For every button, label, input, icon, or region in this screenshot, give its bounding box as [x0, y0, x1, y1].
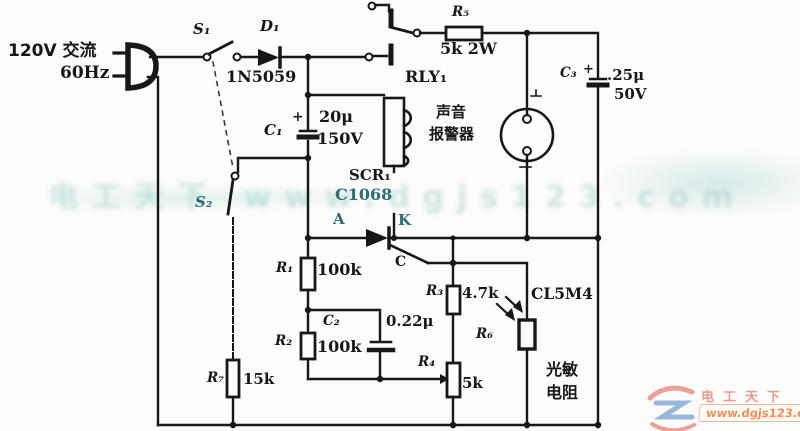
r2-value-label: 100k [317, 337, 362, 356]
c3-plus-mark: + [583, 62, 594, 77]
s2-switch-icon [226, 171, 240, 216]
watermark-smudge-2 [60, 185, 380, 211]
r3-resistor-icon [445, 284, 462, 316]
alarm-sounder-icon [499, 89, 555, 168]
ac-plug-icon [112, 42, 159, 91]
relay-label: RLY₁ [405, 67, 447, 86]
scr-cathode-label: K [398, 211, 412, 229]
r1-value-label: 100k [317, 260, 362, 279]
r2-resistor-icon [299, 331, 317, 361]
scr-gate-label: C [395, 254, 407, 270]
watermark-url-text: www.dgjs123.com [698, 404, 800, 422]
scr-model-label: C1068 [335, 185, 393, 204]
scr-thyristor-icon [366, 226, 430, 265]
s2-label: S₂ [195, 193, 213, 211]
watermark-brand-text: 电工天下 [701, 390, 790, 405]
c3-label: C₃ [560, 65, 577, 81]
watermark-smudge [596, 148, 800, 218]
c1-voltage-label: 150V [317, 129, 363, 148]
photoresistor-label-line2: 电阻 [546, 383, 579, 402]
d1-label: D₁ [260, 17, 280, 35]
photoresistor-label-line1: 光敏 [546, 360, 579, 379]
c3-capacitor-icon [586, 77, 610, 88]
c2-value-label: 0.22μ [386, 312, 434, 330]
r3-label: R₃ [426, 283, 444, 299]
r2-label: R₂ [275, 333, 293, 349]
r4-resistor-icon [445, 361, 462, 399]
relay-contact-icon [364, 1, 422, 66]
alarm-label-line2: 报警器 [429, 125, 475, 143]
c2-label: C₂ [323, 313, 340, 329]
watermark-band: 电工天下 www.dgjs123.com [48, 180, 746, 215]
c1-capacitor-icon [296, 129, 320, 140]
r5-label: R₅ [452, 4, 470, 20]
c2-capacitor-icon [366, 340, 396, 353]
r3-value-label: 4.7k [462, 284, 499, 302]
r4-value-label: 5k [462, 374, 483, 392]
c1-label: C₁ [264, 121, 283, 139]
c1-plus-mark: + [292, 109, 304, 125]
light-arrows-icon [495, 295, 523, 321]
s1-switch-icon [202, 40, 242, 62]
r6-model-label: CL5M4 [531, 284, 593, 303]
c1-value-label: 20μ [319, 107, 353, 126]
r5-value-label: 5k 2W [440, 39, 497, 58]
scr-label: SCR₁ [349, 166, 391, 184]
r7-resistor-icon [225, 358, 241, 399]
relay-coil-icon [382, 96, 413, 168]
power-freq-label: 60Hz [60, 63, 110, 83]
d1-diode-icon [258, 46, 282, 69]
r7-value-label: 15k [243, 370, 275, 388]
scr-anode-label: A [333, 210, 345, 228]
r4-wiper-arrow [440, 374, 449, 384]
power-voltage-label: 120V 交流 [8, 41, 97, 61]
junction-dots [229, 29, 602, 429]
r1-label: R₁ [276, 260, 294, 276]
r6-photoresistor-icon [517, 318, 537, 351]
c3-value-label: .25μ [607, 66, 645, 84]
r4-label: R₄ [418, 354, 436, 370]
r1-resistor-icon [299, 256, 317, 292]
r7-label: R₇ [207, 370, 225, 386]
c3-voltage-label: 50V [614, 85, 647, 103]
s1-s2-link [212, 61, 234, 169]
s1-label: S₁ [193, 20, 211, 38]
r6-label: R₆ [476, 326, 494, 342]
d1-model-label: 1N5059 [226, 67, 297, 86]
alarm-label-line1: 声音 [436, 103, 467, 121]
